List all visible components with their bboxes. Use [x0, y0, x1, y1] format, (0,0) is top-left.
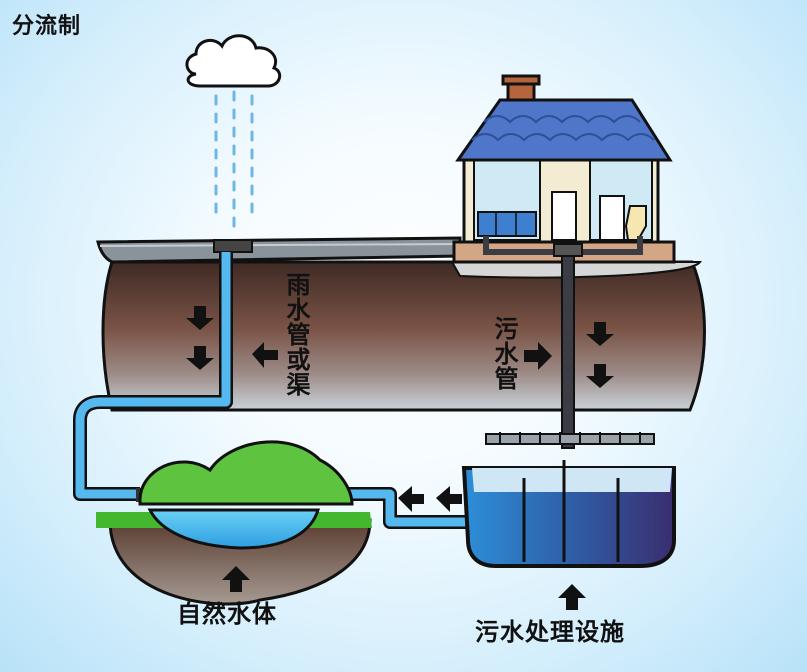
- arrow-down-icon: [186, 306, 214, 330]
- arrow-left-icon: [436, 486, 462, 512]
- arrow-up-icon: [222, 566, 250, 592]
- natural-water-body: [96, 440, 372, 606]
- natural-water-label: 自然水体: [177, 600, 277, 628]
- arrow-down-icon: [186, 346, 214, 370]
- treatment-tank: [461, 432, 676, 568]
- arrow-left-icon: [398, 486, 424, 512]
- arrow-down-icon: [586, 322, 614, 346]
- rain-drops: [214, 90, 254, 228]
- soil-layer: [101, 260, 706, 412]
- house: [452, 74, 676, 264]
- page-title: 分流制: [12, 14, 82, 39]
- arrow-up-icon: [558, 584, 586, 610]
- sewage-pipe-label: 污水管: [490, 316, 518, 391]
- sewage-pipe: [561, 251, 575, 449]
- arrow-down-icon: [586, 364, 614, 388]
- arrow-right-icon: [524, 342, 552, 370]
- cloud-icon: [185, 34, 282, 88]
- arrow-left-icon: [252, 342, 278, 368]
- house-ground: [450, 261, 702, 279]
- road-surface: [96, 236, 462, 264]
- rain-pipe-label: 雨水管或渠: [282, 272, 310, 397]
- treatment-plant-label: 污水处理设施: [475, 618, 625, 646]
